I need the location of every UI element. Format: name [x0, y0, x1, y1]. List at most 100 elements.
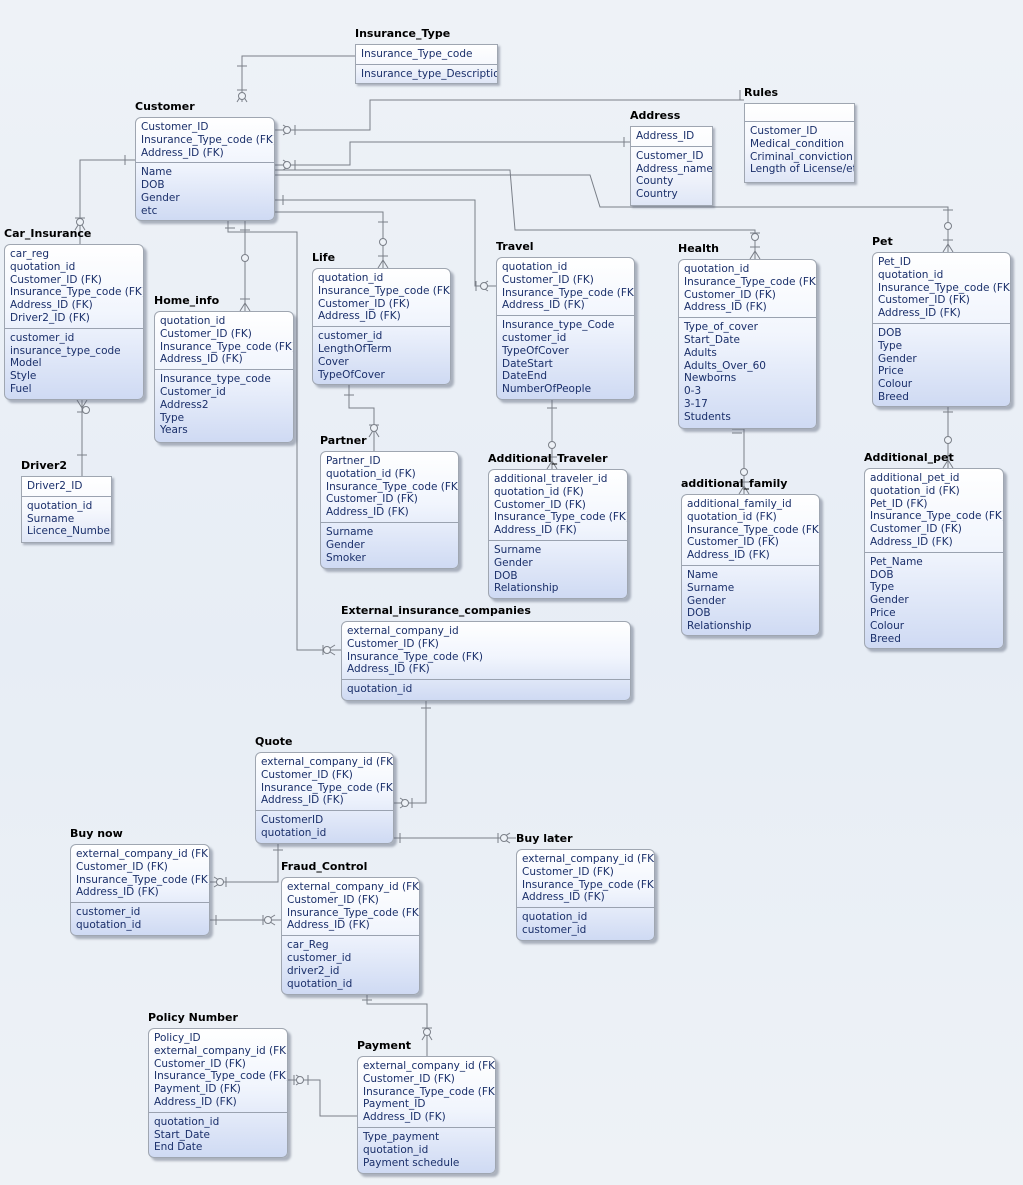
entity-divider — [22, 495, 111, 497]
entity-attribute: Type_payment — [363, 1130, 440, 1143]
entity-attribute: Customer_ID (FK) — [494, 498, 586, 511]
relationship-line — [546, 456, 558, 470]
entity-buy-now[interactable]: Buy now external_company_id (FK)Customer_… — [70, 827, 210, 936]
entity-attribute: Insurance_Type_code (FK) — [878, 281, 1011, 294]
entity-attribute: End Date — [154, 1141, 203, 1154]
entity-attribute: Style — [10, 370, 37, 383]
entity-attribute: additional_family_id — [687, 498, 792, 510]
entity-attribute: Address_ID (FK) — [347, 663, 430, 676]
entity-attribute: Customer_ID (FK) — [154, 1057, 246, 1070]
entity-attribute: Address_ID (FK) — [160, 353, 243, 366]
entity-attribute: Address_ID (FK) — [318, 310, 401, 323]
entity-attribute: customer_id — [76, 906, 141, 919]
entity-attribute: Insurance_Type_code (FK) — [141, 133, 275, 146]
entity-attribute: Address_ID (FK) — [687, 549, 770, 562]
entity-name: Car_Insurance — [4, 227, 92, 240]
entity-name: additional_family — [681, 477, 788, 490]
entity-attribute: Insurance_Type_code (FK) — [522, 878, 655, 891]
entity-attribute: quotation_id — [363, 1143, 429, 1156]
zero-marker — [76, 218, 84, 226]
entity-attribute: quotation_id (FK) — [326, 467, 416, 480]
entity-attribute: Surname — [27, 512, 75, 525]
entity-attribute: Price — [878, 365, 904, 378]
entity-attribute: Insurance_Type_code (FK) — [326, 480, 459, 493]
entity-attribute: Medical_condition — [750, 137, 845, 150]
entity-divider — [136, 162, 274, 164]
entity-attribute: external_company_id (FK) — [76, 848, 210, 860]
relationship-line — [76, 399, 88, 413]
entity-attribute: Customer_ID (FK) — [160, 327, 252, 340]
entity-name: Buy now — [70, 827, 123, 840]
entity-box: external_company_id (FK)Customer_ID (FK)… — [357, 1056, 496, 1174]
entity-attribute: Customer_ID (FK) — [502, 273, 594, 286]
entity-attribute: external_company_id (FK) — [363, 1060, 496, 1072]
entity-attribute: Model — [10, 357, 42, 370]
entity-attribute: additional_traveler_id — [494, 473, 608, 485]
entity-attribute: DOB — [141, 179, 165, 192]
zero-marker — [548, 441, 556, 449]
entity-attribute: external_company_id (FK) — [261, 756, 394, 768]
entity-attribute: Driver2_ID — [27, 480, 83, 492]
entity-attribute: Customer_ID — [636, 149, 704, 162]
relationship-line — [210, 844, 279, 883]
zero-marker — [283, 161, 291, 169]
zero-marker — [296, 1076, 304, 1084]
zero-marker — [264, 916, 272, 924]
entity-attribute: Insurance_Type_code (FK) — [870, 510, 1004, 523]
entity-attribute: Address_ID (FK) — [287, 919, 370, 932]
entity-attribute: quotation_id (FK) — [870, 484, 960, 497]
entity-attribute: Insurance_type_code — [160, 373, 271, 386]
entity-attribute: Name — [141, 166, 172, 179]
entity-attribute: Customer_ID (FK) — [76, 860, 168, 873]
entity-attribute: Gender — [687, 594, 726, 607]
entity-attribute: quotation_id (FK) — [494, 485, 584, 498]
entity-box: external_company_id (FK)Customer_ID (FK)… — [255, 752, 394, 844]
entity-attribute: Gender — [141, 191, 180, 204]
entity-attribute: Customer_ID (FK) — [347, 637, 439, 650]
entity-name: Address — [630, 109, 681, 122]
entity-name: Payment — [357, 1039, 412, 1052]
entity-additional-traveler[interactable]: Additional_Traveler additional_traveler_i… — [488, 452, 628, 599]
zero-marker — [751, 233, 759, 241]
entity-box: external_company_id (FK)Customer_ID (FK)… — [70, 844, 210, 936]
entity-attribute: Criminal_conviction — [750, 150, 853, 163]
entity-attribute: Insurance_Type_code (FK) — [347, 650, 483, 663]
entity-attribute: external_company_id (FK) — [154, 1044, 288, 1057]
entity-name: Additional_Traveler — [488, 452, 608, 465]
entity-divider — [682, 564, 819, 566]
entity-name: Rules — [744, 86, 779, 99]
entity-divider — [517, 907, 654, 909]
entity-name: Policy Number — [148, 1011, 238, 1024]
entity-payment[interactable]: Payment external_company_id (FK)Customer_… — [357, 1039, 496, 1174]
entity-attribute: 3-17 — [684, 397, 708, 410]
entity-attribute: Insurance_Type_code (FK) — [687, 523, 820, 536]
entity-attribute: Licence_Number — [27, 525, 112, 538]
entity-attribute: Type_of_cover — [684, 321, 758, 334]
entity-attribute: Adults_Over_60 — [684, 359, 766, 372]
